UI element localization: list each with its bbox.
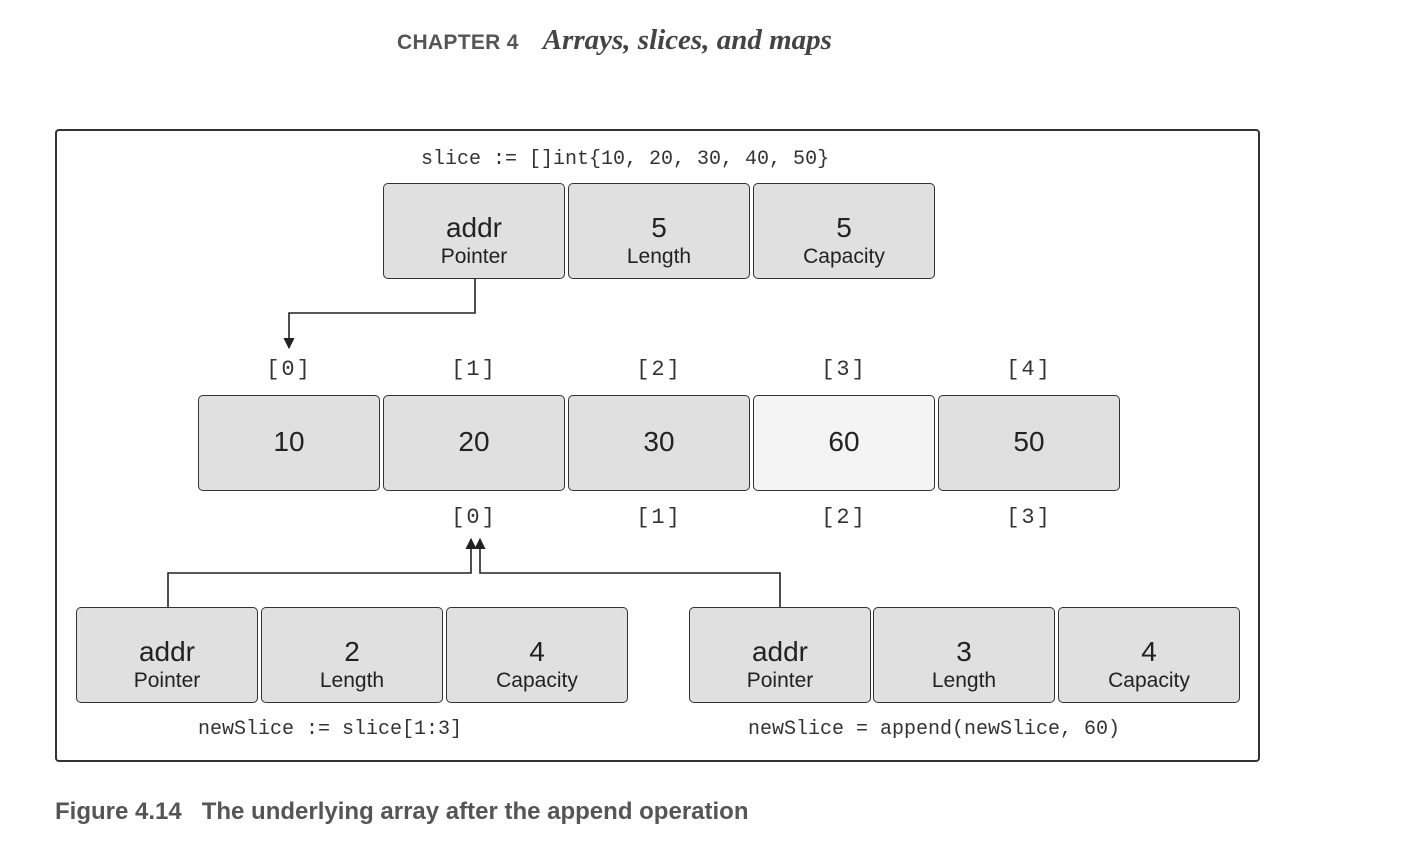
cell-value: addr	[751, 636, 809, 667]
cell-value: 5	[836, 212, 852, 243]
figure-title: The underlying array after the append op…	[201, 798, 749, 825]
cell-value: 4	[529, 636, 545, 667]
top-pointer-arrow	[283, 279, 476, 350]
append-code: newSlice = append(newSlice, 60)	[748, 718, 1121, 741]
cell-label: Capacity	[803, 245, 885, 268]
page-header: CHAPTER 4 Arrays, slices, and maps	[397, 24, 832, 57]
chapter-label: CHAPTER 4	[397, 31, 519, 54]
slice-index-label: [1]	[636, 505, 682, 530]
cell-label: Pointer	[440, 245, 508, 268]
slice-index-label: [0]	[451, 505, 497, 530]
array-element: 10	[198, 395, 380, 491]
array-index-label: [0]	[266, 357, 312, 382]
cell-label: Length	[931, 669, 997, 692]
array-index-label: [1]	[451, 357, 497, 382]
cell-label: Pointer	[746, 669, 814, 692]
left-length-cell: 2 Length	[261, 607, 443, 703]
left-capacity-cell: 4 Capacity	[446, 607, 628, 703]
right-length-cell: 3 Length	[873, 607, 1055, 703]
slice-index-label: [3]	[1006, 505, 1052, 530]
array-element: 50	[938, 395, 1120, 491]
array-element-appended: 60	[753, 395, 935, 491]
right-pointer-arrow	[474, 537, 781, 607]
cell-value: 2	[344, 636, 360, 667]
cell-value: 3	[956, 636, 972, 667]
cell-label: Length	[319, 669, 385, 692]
cell-value: 5	[651, 212, 667, 243]
figure-label: Figure 4.14	[55, 798, 182, 825]
cell-value: addr	[138, 636, 196, 667]
slice-index-label: [2]	[821, 505, 867, 530]
array-index-label: [3]	[821, 357, 867, 382]
array-element: 20	[383, 395, 565, 491]
right-capacity-cell: 4 Capacity	[1058, 607, 1240, 703]
chapter-title: Arrays, slices, and maps	[542, 24, 832, 56]
cell-label: Length	[626, 245, 692, 268]
top-length-cell: 5 Length	[568, 183, 750, 279]
array-element: 30	[568, 395, 750, 491]
cell-label: Pointer	[133, 669, 201, 692]
top-capacity-cell: 5 Capacity	[753, 183, 935, 279]
cell-value: 4	[1141, 636, 1157, 667]
figure-caption: Figure 4.14 The underlying array after th…	[55, 798, 748, 826]
array-index-label: [2]	[636, 357, 682, 382]
figure-frame	[55, 129, 1260, 762]
right-pointer-cell: addr Pointer	[689, 607, 871, 703]
cell-label: Capacity	[1108, 669, 1190, 692]
slice-declaration-code: slice := []int{10, 20, 30, 40, 50}	[421, 148, 830, 171]
reslice-code: newSlice := slice[1:3]	[198, 718, 463, 741]
array-index-label: [4]	[1006, 357, 1052, 382]
cell-value: addr	[445, 212, 503, 243]
left-pointer-cell: addr Pointer	[76, 607, 258, 703]
cell-label: Capacity	[496, 669, 578, 692]
top-pointer-cell: addr Pointer	[383, 183, 565, 279]
left-pointer-arrow	[167, 537, 477, 607]
